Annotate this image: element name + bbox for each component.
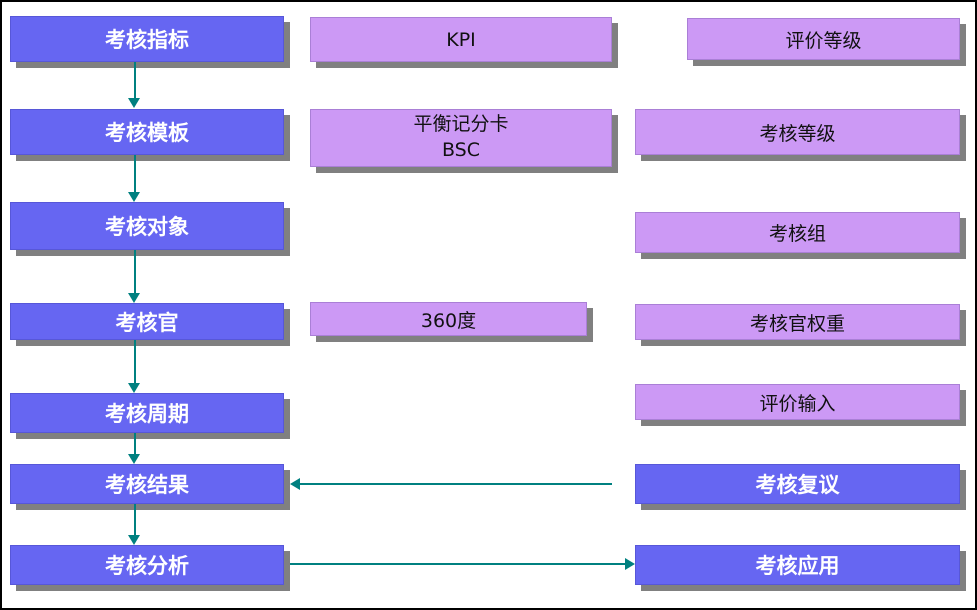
arrow-template-to-object-head [128, 192, 140, 202]
arrow-analysis-to-application-shaft [290, 563, 625, 565]
arrow-object-to-assessor-shaft [134, 250, 136, 293]
arrow-assessor-to-cycle-shaft [134, 340, 136, 384]
flow-step-assessment-cycle: 考核周期 [10, 393, 284, 433]
note-assessment-grade: 考核等级 [635, 109, 960, 155]
flow-step-assessment-object: 考核对象 [10, 202, 284, 250]
node-assessment-application: 考核应用 [635, 545, 960, 585]
arrow-review-to-result-head [290, 478, 300, 490]
flow-step-assessment-result: 考核结果 [10, 464, 284, 504]
arrow-cycle-to-result-head [128, 454, 140, 464]
node-assessment-review: 考核复议 [635, 464, 960, 504]
flow-step-assessment-analysis: 考核分析 [10, 545, 284, 585]
note-kpi: KPI [310, 17, 612, 62]
note-360-degree: 360度 [310, 302, 587, 336]
arrow-assessor-to-cycle-head [128, 383, 140, 393]
arrow-analysis-to-application-head [625, 558, 635, 570]
arrow-result-to-analysis-shaft [134, 504, 136, 536]
flow-step-assessment-indicators: 考核指标 [10, 16, 284, 62]
note-assessor-weight: 考核官权重 [635, 304, 960, 340]
arrow-indicators-to-template-head [128, 98, 140, 108]
arrow-object-to-assessor-head [128, 293, 140, 303]
arrow-cycle-to-result-shaft [134, 433, 136, 455]
arrow-review-to-result-shaft [300, 483, 612, 485]
arrow-indicators-to-template-shaft [134, 62, 136, 99]
note-balanced-scorecard-bsc: 平衡记分卡 BSC [310, 109, 612, 167]
note-evaluation-grade: 评价等级 [687, 18, 960, 60]
flow-step-assessor: 考核官 [10, 303, 284, 340]
note-assessment-group: 考核组 [635, 212, 960, 253]
arrow-result-to-analysis-head [128, 535, 140, 545]
arrow-template-to-object-shaft [134, 155, 136, 193]
flow-step-assessment-template: 考核模板 [10, 109, 284, 155]
note-evaluation-input: 评价输入 [635, 384, 960, 420]
